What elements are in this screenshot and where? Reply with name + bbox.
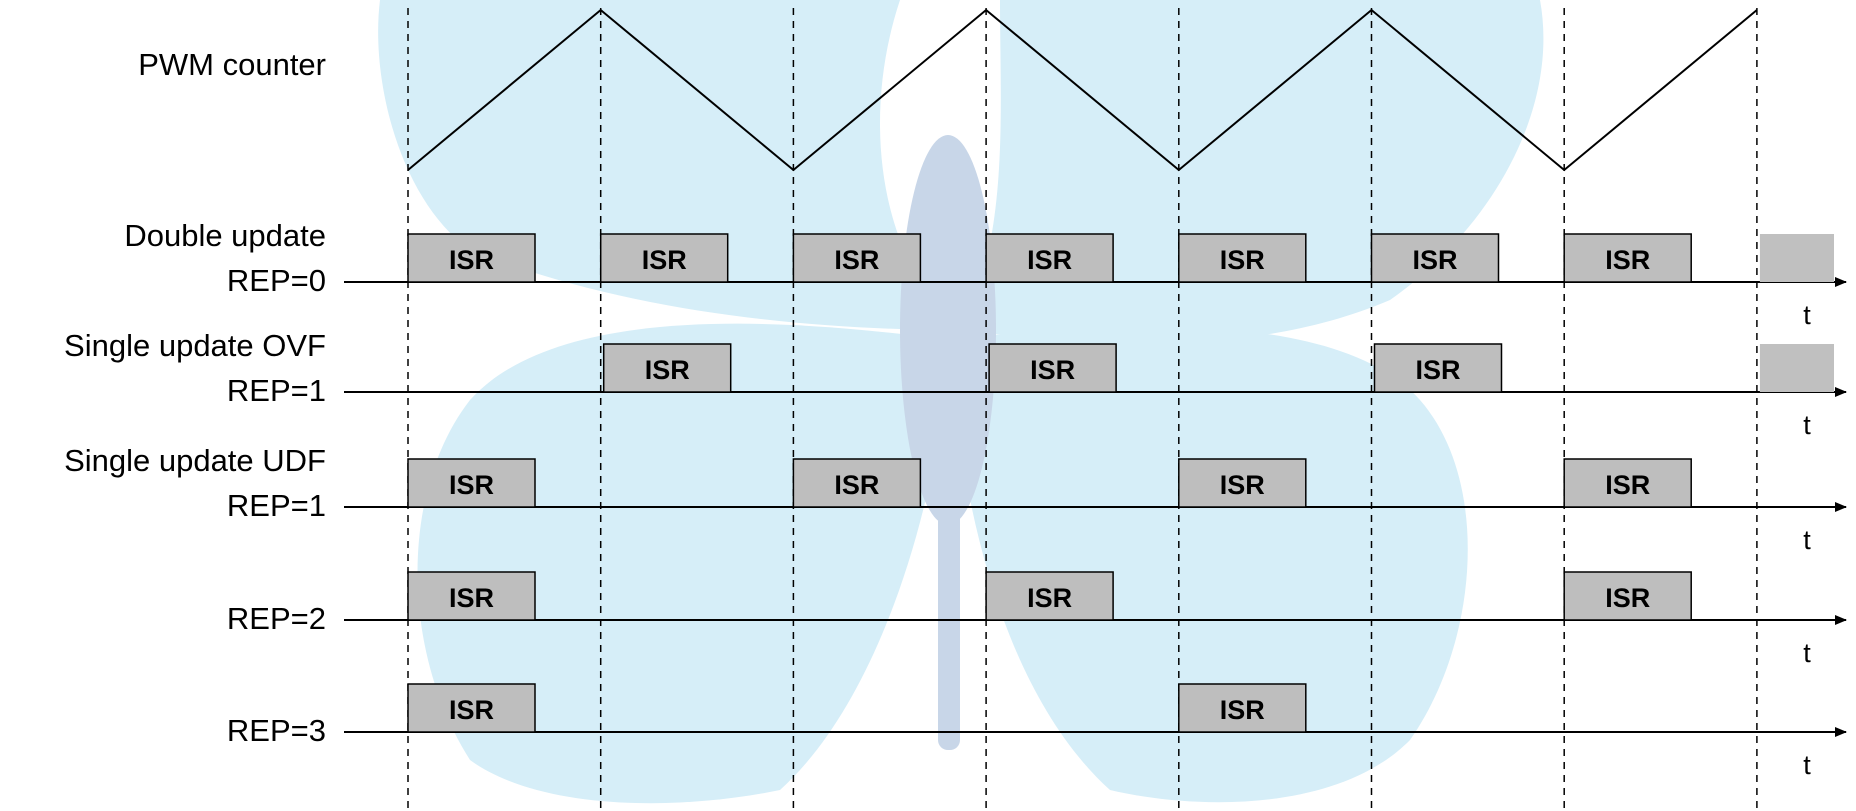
isr-block: ISR (1370, 233, 1500, 283)
isr-block: ISR (792, 458, 922, 508)
isr-block: ISR (1178, 458, 1307, 508)
isr-label: ISR (1027, 245, 1072, 275)
isr-block: ISR (1563, 458, 1692, 508)
isr-label: ISR (1605, 470, 1650, 500)
time-axis-label: t (1803, 410, 1811, 440)
isr-label: ISR (645, 355, 690, 385)
row-label: Single update OVF (64, 328, 326, 363)
isr-block-partial (1759, 234, 1834, 282)
isr-block: ISR (1373, 343, 1503, 393)
isr-block: ISR (792, 233, 922, 283)
row-single-udf: Single update UDF REP=1 t ISR ISR ISR ISR (64, 443, 1847, 555)
isr-label: ISR (1027, 583, 1072, 613)
row-label: REP=3 (227, 713, 326, 748)
isr-block: ISR (985, 233, 1114, 283)
row-label: Single update UDF (64, 443, 326, 478)
isr-label: ISR (1412, 245, 1457, 275)
isr-block: ISR (407, 571, 536, 621)
isr-block: ISR (1178, 233, 1307, 283)
isr-label: ISR (642, 245, 687, 275)
row-label: REP=1 (227, 373, 326, 408)
period-markers (407, 8, 1758, 811)
isr-label: ISR (449, 470, 494, 500)
isr-block: ISR (1563, 571, 1692, 621)
row-label: REP=0 (227, 263, 326, 298)
isr-block: ISR (988, 343, 1117, 393)
pwm-counter-waveform (407, 8, 1758, 172)
isr-block: ISR (407, 458, 536, 508)
isr-block: ISR (602, 343, 732, 393)
isr-label: ISR (1220, 695, 1265, 725)
isr-label: ISR (834, 245, 879, 275)
row-single-ovf: Single update OVF REP=1 t ISR ISR ISR (64, 328, 1847, 440)
time-axis-label: t (1803, 525, 1811, 555)
row-rep2: REP=2 t ISR ISR ISR (227, 571, 1847, 668)
row-rep3: REP=3 t ISR ISR (227, 683, 1847, 780)
isr-label: ISR (1605, 245, 1650, 275)
isr-label: ISR (449, 245, 494, 275)
isr-block: ISR (407, 683, 536, 733)
isr-block: ISR (1178, 683, 1307, 733)
isr-block: ISR (1563, 233, 1692, 283)
isr-block: ISR (599, 233, 729, 283)
isr-block-partial (1759, 344, 1834, 392)
isr-label: ISR (449, 695, 494, 725)
isr-label: ISR (834, 470, 879, 500)
isr-label: ISR (449, 583, 494, 613)
isr-label: ISR (1220, 470, 1265, 500)
isr-block: ISR (985, 571, 1114, 621)
butterfly-watermark-icon (378, 0, 1544, 804)
isr-block: ISR (407, 233, 536, 283)
row-label: REP=1 (227, 488, 326, 523)
time-axis-label: t (1803, 638, 1811, 668)
time-axis-label: t (1803, 300, 1811, 330)
time-axis-label: t (1803, 750, 1811, 780)
pwm-counter-label: PWM counter (138, 47, 326, 82)
isr-label: ISR (1030, 355, 1075, 385)
isr-label: ISR (1220, 245, 1265, 275)
row-label: REP=2 (227, 601, 326, 636)
isr-label: ISR (1605, 583, 1650, 613)
isr-label: ISR (1415, 355, 1460, 385)
row-label: Double update (124, 218, 326, 253)
